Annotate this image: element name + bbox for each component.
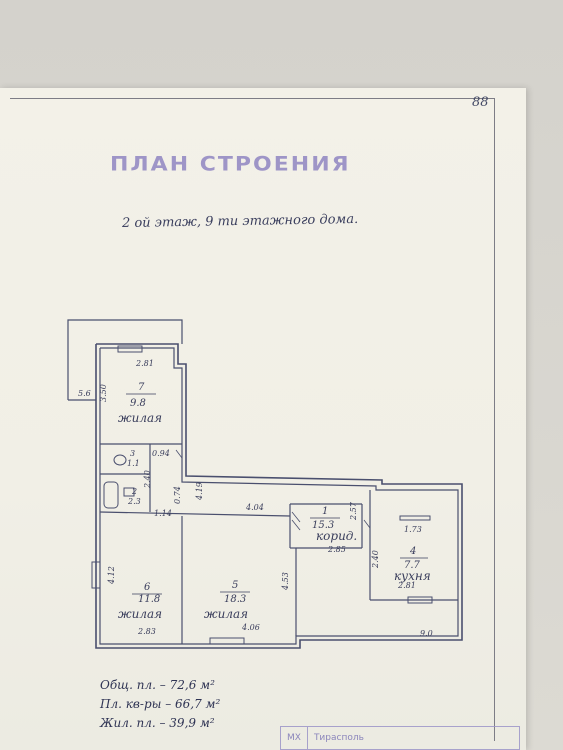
dim-label: 2.57: [349, 501, 358, 521]
window-icon: [117, 345, 143, 353]
window-icon: [91, 561, 101, 589]
room-6-name: жилая: [118, 607, 162, 621]
dim-label: 2.85: [327, 545, 346, 554]
dimension-labels: 2.81 3.50 5.6 0.94 2.40 1.14 0.74 4.19 4…: [78, 359, 433, 638]
door-marks: [175, 449, 371, 531]
room-2-num: 2: [131, 487, 137, 496]
room-labels: 7 9.8 жилая 3 1.1 2 2.3 1 15.3 корид. 4 …: [118, 382, 431, 621]
outer-wall: [95, 343, 463, 649]
bathtub-icon: [103, 481, 119, 509]
dim-label: 2.83: [137, 627, 156, 636]
stamp-left: МХ: [287, 733, 301, 743]
room-5-num: 5: [232, 580, 238, 591]
total-area: Общ. пл. – 72,6 м²: [100, 678, 215, 692]
fixtures: [103, 454, 135, 509]
balcony-outline: [67, 319, 183, 400]
dim-label: 5.6: [78, 389, 91, 398]
dim-label: 4.06: [241, 623, 260, 632]
window-icon: [399, 515, 431, 521]
room-5-name: жилая: [204, 607, 248, 621]
dim-label: 1.14: [154, 509, 172, 518]
dim-label: 0.74: [173, 486, 182, 504]
room-6-area: 11.8: [138, 594, 160, 605]
window-icon: [209, 637, 245, 645]
room-1-area: 15.3: [312, 520, 334, 531]
dim-label: 2.40: [143, 470, 152, 489]
room-3-area: 1.1: [127, 459, 140, 468]
dim-label: 4.04: [245, 503, 264, 512]
office-stamp: МХ Тирасполь: [280, 726, 520, 750]
apartment-area: Пл. кв-ры – 66,7 м²: [100, 697, 221, 711]
area-totals: Общ. пл. – 72,6 м² Пл. кв-ры – 66,7 м² Ж…: [100, 676, 220, 733]
room-4-num: 4: [409, 546, 416, 557]
sink-icon: [123, 487, 135, 497]
dim-label: 2.81: [135, 359, 154, 368]
room-3-num: 3: [130, 449, 135, 458]
plan-title-stamp: ПЛАН СТРОЕНИЯ: [110, 153, 351, 176]
dim-label: 2.40: [371, 550, 380, 569]
door-mark: [363, 519, 371, 529]
inner-wall-line: [99, 347, 459, 645]
dim-label: 4.53: [281, 572, 290, 591]
room-7-num: 7: [138, 382, 145, 393]
dim-label: 2.81: [397, 581, 416, 590]
toilet-icon: [113, 454, 127, 466]
room-7-area: 9.8: [130, 398, 146, 409]
room-1-name: корид.: [316, 529, 357, 543]
sheet-frame: [10, 98, 495, 741]
window-icon: [407, 596, 433, 604]
stamp-city: Тирасполь: [306, 727, 364, 749]
door-mark: [175, 449, 183, 459]
room-6-num: 6: [144, 582, 151, 593]
living-area: Жил. пл. – 39,9 м²: [100, 716, 215, 730]
room-2-area: 2.3: [127, 497, 141, 506]
dim-label: 9.0: [420, 629, 433, 638]
room-1-num: 1: [322, 506, 328, 517]
door-mark: [291, 511, 301, 523]
room-4-name: кухня: [394, 569, 431, 583]
dim-label: 0.94: [152, 449, 170, 458]
windows: [91, 345, 433, 645]
room-5-area: 18.3: [224, 594, 246, 605]
dim-label: 4.19: [195, 482, 204, 501]
plan-walls: [67, 319, 463, 649]
room-4-area: 7.7: [404, 560, 421, 571]
room-7-name: жилая: [118, 411, 162, 425]
dim-label: 1.73: [404, 525, 422, 534]
page-number: 88: [472, 95, 489, 110]
wall-bedrooms: [99, 511, 291, 517]
dim-label: 4.12: [107, 566, 116, 585]
door-mark: [291, 519, 301, 531]
dim-label: 3.50: [99, 384, 108, 402]
